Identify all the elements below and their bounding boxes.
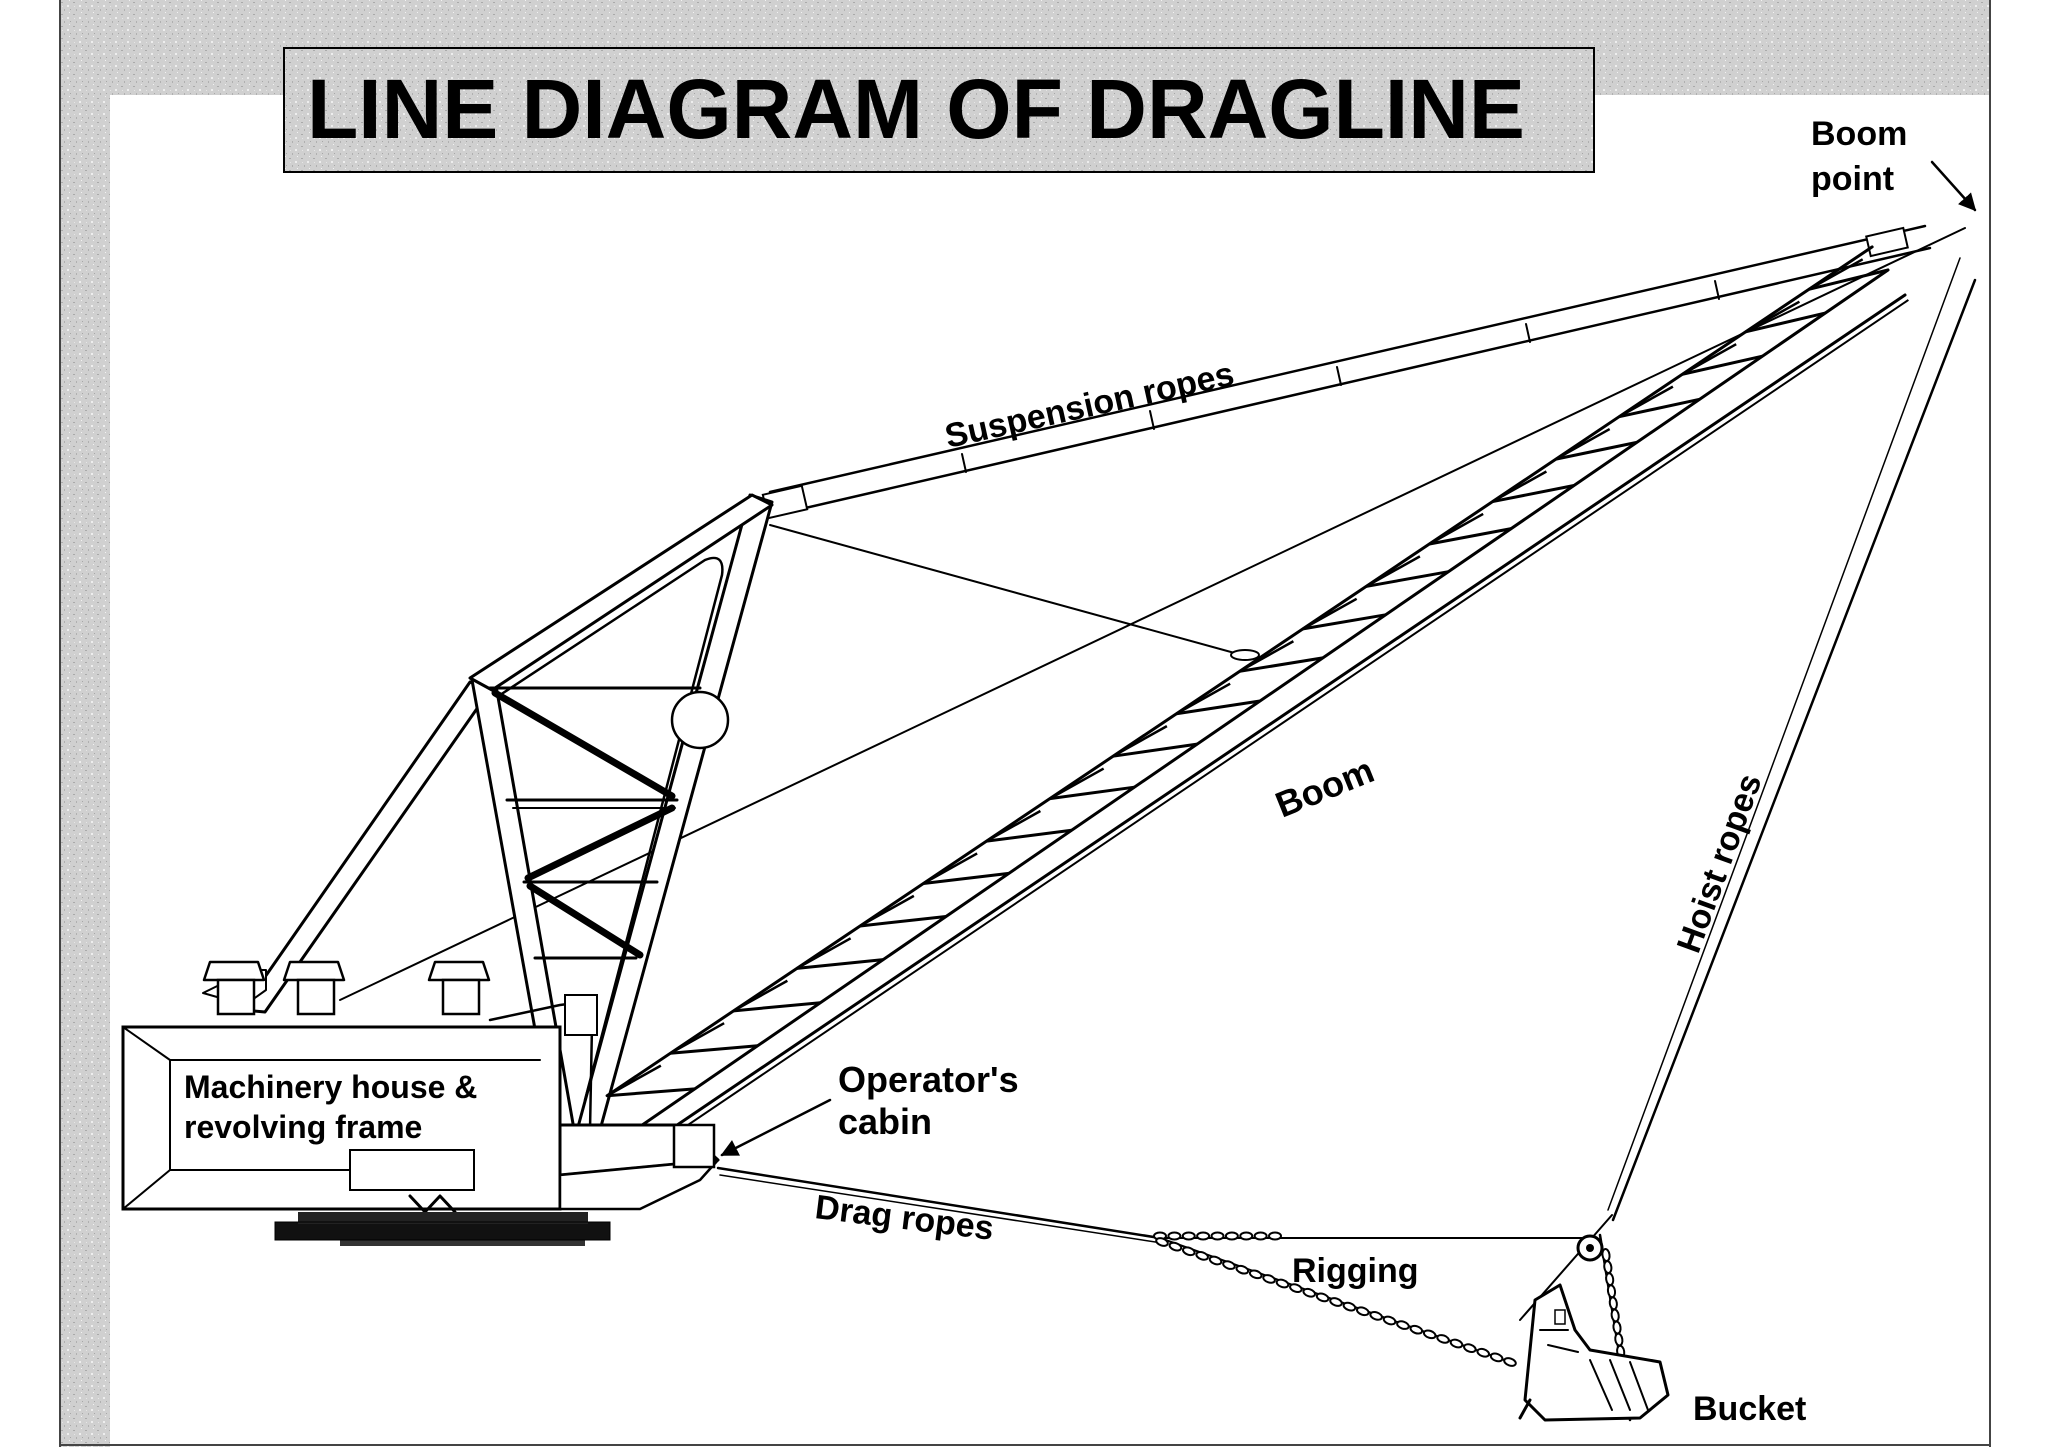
label-operators-cabin-line2: cabin xyxy=(838,1101,932,1142)
boom-stay-rope xyxy=(339,227,1966,1001)
label-bucket: Bucket xyxy=(1693,1390,1806,1428)
tub-base xyxy=(274,1212,611,1246)
drag-ropes xyxy=(716,1166,1163,1244)
label-boom-point-line1: Boom xyxy=(1811,115,1907,153)
gantry-a-frame xyxy=(240,493,774,1142)
arrow-operators-cabin xyxy=(720,1098,832,1157)
label-rigging: Rigging xyxy=(1292,1252,1419,1290)
label-machinery-house-line2: revolving frame xyxy=(184,1109,422,1145)
label-boom-point-line2: point xyxy=(1811,160,1894,198)
arrow-boom-point xyxy=(1930,160,1977,212)
title-box: LINE DIAGRAM OF DRAGLINE xyxy=(283,47,1595,173)
intermediate-stay-rope xyxy=(769,524,1261,661)
hoist-ropes xyxy=(1607,257,1977,1222)
label-operators-cabin-line1: Operator's xyxy=(838,1059,1019,1100)
rigging xyxy=(1153,1214,1633,1422)
machinery-house xyxy=(121,960,720,1214)
page-title: LINE DIAGRAM OF DRAGLINE xyxy=(307,62,1525,156)
boom-lattice xyxy=(605,245,1909,1146)
bucket xyxy=(1518,1283,1670,1422)
label-machinery-house-line1: Machinery house & xyxy=(184,1069,477,1105)
suspension-ropes xyxy=(761,224,1932,520)
